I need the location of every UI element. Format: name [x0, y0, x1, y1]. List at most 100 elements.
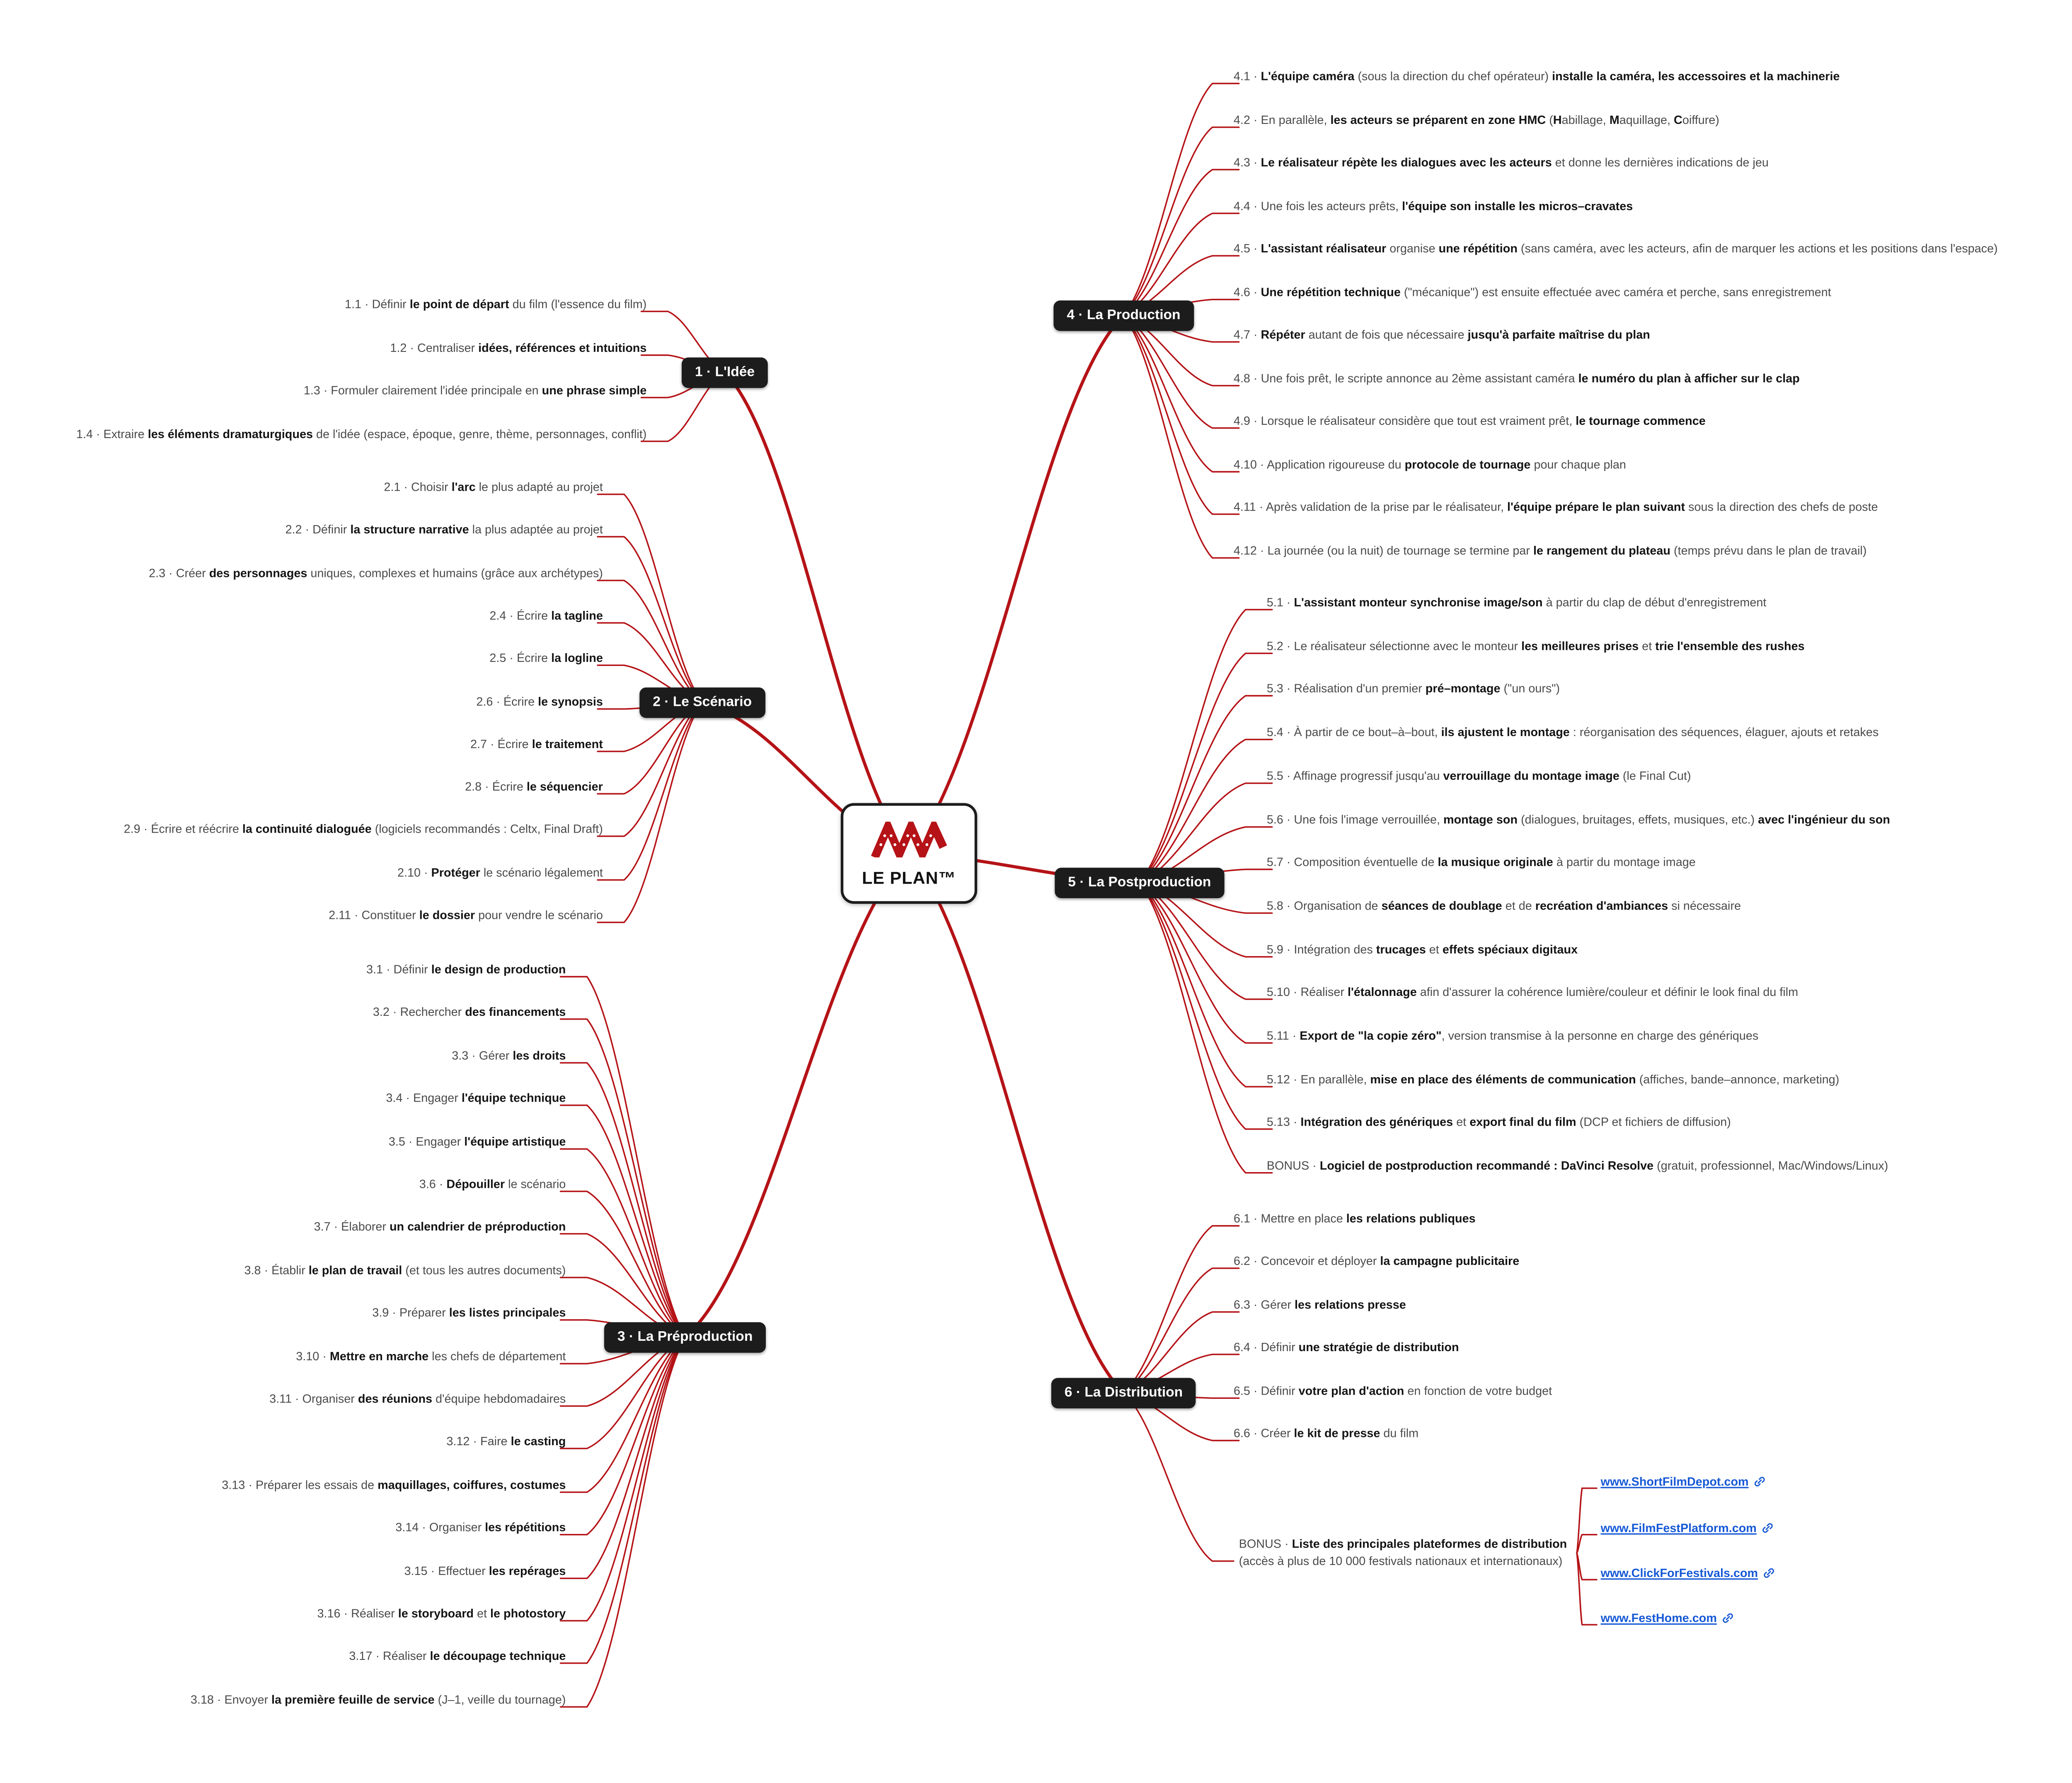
- item-6-4[interactable]: 6.4 · Définir une stratégie de distribut…: [1233, 1340, 1459, 1354]
- item-3-5[interactable]: 3.5 · Engager l'équipe artistique: [388, 1135, 566, 1148]
- item-6-2[interactable]: 6.2 · Concevoir et déployer la campagne …: [1233, 1254, 1520, 1268]
- connector: [559, 1336, 686, 1536]
- item-3-14[interactable]: 3.14 · Organiser les répétitions: [395, 1521, 566, 1534]
- connector: [1123, 315, 1240, 515]
- item-3-15[interactable]: 3.15 · Effectuer les repérages: [404, 1564, 566, 1578]
- item-1-2[interactable]: 1.2 · Centraliser idées, références et i…: [390, 341, 647, 355]
- item-5-12[interactable]: 5.12 · En parallèle, mise en place des é…: [1266, 1073, 1840, 1086]
- item-2-4[interactable]: 2.4 · Écrire la tagline: [489, 609, 603, 623]
- item-3-11[interactable]: 3.11 · Organiser des réunions d'équipe h…: [269, 1392, 566, 1405]
- item-3-4[interactable]: 3.4 · Engager l'équipe technique: [386, 1091, 566, 1105]
- branch-node-1[interactable]: 1 · L'Idée: [681, 357, 768, 388]
- item-1-4[interactable]: 1.4 · Extraire les éléments dramaturgiqu…: [76, 427, 647, 441]
- item-5-3[interactable]: 5.3 · Réalisation d'un premier pré–monta…: [1266, 682, 1560, 695]
- item-5-1[interactable]: 5.1 · L'assistant monteur synchronise im…: [1266, 596, 1767, 609]
- item-3-3[interactable]: 3.3 · Gérer les droits: [452, 1049, 566, 1062]
- item-4-3[interactable]: 4.3 · Le réalisateur répète les dialogue…: [1233, 155, 1769, 169]
- connector: [1123, 82, 1240, 316]
- connector: [1123, 315, 1240, 473]
- connector: [1139, 882, 1273, 1088]
- item-4-9[interactable]: 4.9 · Lorsque le réalisateur considère q…: [1233, 414, 1706, 428]
- item-5-2[interactable]: 5.2 · Le réalisateur sélectionne avec le…: [1266, 639, 1805, 653]
- distribution-link-label: www.ShortFilmDepot.com: [1600, 1475, 1749, 1488]
- item-1-1[interactable]: 1.1 · Définir le point de départ du film…: [344, 297, 647, 311]
- item-6-5[interactable]: 6.5 · Définir votre plan d'action en fon…: [1233, 1384, 1552, 1398]
- item-4-7[interactable]: 4.7 · Répéter autant de fois que nécessa…: [1233, 328, 1650, 342]
- item-3-13[interactable]: 3.13 · Préparer les essais de maquillage…: [222, 1478, 566, 1492]
- distribution-link-3[interactable]: www.ClickForFestivals.com: [1601, 1566, 1775, 1580]
- item-2-2[interactable]: 2.2 · Définir la structure narrative la …: [285, 523, 603, 536]
- item-6-1[interactable]: 6.1 · Mettre en place les relations publ…: [1233, 1212, 1476, 1226]
- link-icon: [1754, 1477, 1765, 1487]
- item-3-6[interactable]: 3.6 · Dépouiller le scénario: [419, 1177, 566, 1191]
- connector: [907, 314, 1126, 855]
- connector: [1576, 1552, 1598, 1626]
- item-3-16[interactable]: 3.16 · Réaliser le storyboard et le phot…: [317, 1606, 566, 1620]
- item-4-2[interactable]: 4.2 · En parallèle, les acteurs se prépa…: [1233, 113, 1719, 127]
- item-2-9[interactable]: 2.9 · Écrire et réécrire la continuité d…: [123, 822, 603, 836]
- branch-node-2[interactable]: 2 · Le Scénario: [639, 687, 765, 717]
- distribution-bonus-line-2: (accès à plus de 10 000 festivals nation…: [1239, 1554, 1563, 1568]
- item-3-1[interactable]: 3.1 · Définir le design de production: [366, 962, 566, 976]
- item-2-7[interactable]: 2.7 · Écrire le traitement: [470, 737, 603, 751]
- item-6-3[interactable]: 6.3 · Gérer les relations presse: [1233, 1298, 1406, 1311]
- item-5-13[interactable]: 5.13 · Intégration des génériques et exp…: [1266, 1115, 1731, 1129]
- branch-node-3[interactable]: 3 · La Préproduction: [604, 1322, 766, 1352]
- item-5-7[interactable]: 5.7 · Composition éventuelle de la musiq…: [1266, 855, 1696, 869]
- connector: [1139, 882, 1273, 1044]
- distribution-bonus-node[interactable]: BONUS · Liste des principales plateforme…: [1239, 1536, 1567, 1570]
- item-4-10[interactable]: 4.10 · Application rigoureuse du protoco…: [1233, 458, 1626, 471]
- distribution-link-1[interactable]: www.ShortFilmDepot.com: [1601, 1475, 1766, 1488]
- connector: [559, 1104, 686, 1338]
- item-3-18[interactable]: 3.18 · Envoyer la première feuille de se…: [190, 1693, 566, 1706]
- item-4-8[interactable]: 4.8 · Une fois prêt, le scripte annonce …: [1233, 371, 1800, 385]
- item-5-14[interactable]: BONUS · Logiciel de postproduction recom…: [1266, 1159, 1888, 1173]
- item-2-11[interactable]: 2.11 · Constituer le dossier pour vendre…: [329, 908, 603, 922]
- item-2-3[interactable]: 2.3 · Créer des personnages uniques, com…: [149, 566, 603, 580]
- item-4-11[interactable]: 4.11 · Après validation de la prise par …: [1233, 500, 1878, 514]
- item-4-6[interactable]: 4.6 · Une répétition technique ("mécaniq…: [1233, 286, 1831, 299]
- center-node[interactable]: LE PLAN™: [840, 803, 978, 904]
- item-5-10[interactable]: 5.10 · Réaliser l'étalonnage afin d'assu…: [1266, 985, 1798, 999]
- item-4-5[interactable]: 4.5 · L'assistant réalisateur organise u…: [1233, 242, 1998, 255]
- item-3-7[interactable]: 3.7 · Élaborer un calendrier de préprodu…: [314, 1220, 566, 1233]
- connector: [723, 371, 911, 855]
- item-5-6[interactable]: 5.6 · Une fois l'image verrouillée, mont…: [1266, 813, 1890, 826]
- item-1-3[interactable]: 1.3 · Formuler clairement l'idée princip…: [303, 383, 647, 397]
- item-4-12[interactable]: 4.12 · La journée (ou la nuit) de tourna…: [1233, 544, 1867, 557]
- connector: [559, 1018, 686, 1338]
- distribution-link-4[interactable]: www.FestHome.com: [1601, 1611, 1734, 1625]
- item-5-9[interactable]: 5.9 · Intégration des trucages et effets…: [1266, 943, 1578, 956]
- item-5-4[interactable]: 5.4 · À partir de ce bout–à–bout, ils aj…: [1266, 725, 1879, 739]
- item-3-17[interactable]: 3.17 · Réaliser le découpage technique: [349, 1649, 566, 1663]
- connector: [597, 701, 703, 923]
- item-5-8[interactable]: 5.8 · Organisation de séances de doublag…: [1266, 899, 1741, 913]
- item-3-12[interactable]: 3.12 · Faire le casting: [446, 1434, 566, 1448]
- item-2-10[interactable]: 2.10 · Protéger le scénario légalement: [397, 866, 603, 879]
- item-2-6[interactable]: 2.6 · Écrire le synopsis: [476, 695, 603, 709]
- link-icon: [1763, 1568, 1774, 1578]
- item-3-2[interactable]: 3.2 · Rechercher des financements: [373, 1005, 566, 1019]
- item-2-5[interactable]: 2.5 · Écrire la logline: [489, 651, 603, 665]
- item-2-8[interactable]: 2.8 · Écrire le séquencier: [465, 780, 603, 793]
- connector: [559, 1336, 686, 1664]
- connector: [559, 1148, 686, 1338]
- item-6-6[interactable]: 6.6 · Créer le kit de presse du film: [1233, 1427, 1419, 1440]
- item-3-10[interactable]: 3.10 · Mettre en marche les chefs de dép…: [296, 1349, 566, 1363]
- connector: [559, 1336, 686, 1622]
- connector: [559, 1336, 686, 1708]
- item-4-4[interactable]: 4.4 · Une fois les acteurs prêts, l'équi…: [1233, 199, 1633, 213]
- link-icon: [1762, 1523, 1772, 1533]
- branch-node-5[interactable]: 5 · La Postproduction: [1055, 867, 1225, 898]
- item-5-5[interactable]: 5.5 · Affinage progressif jusqu'au verro…: [1266, 769, 1691, 783]
- item-5-11[interactable]: 5.11 · Export de "la copie zéro", versio…: [1266, 1029, 1759, 1042]
- item-4-1[interactable]: 4.1 · L'équipe caméra (sous la direction…: [1233, 69, 1840, 83]
- branch-node-6[interactable]: 6 · La Distribution: [1051, 1378, 1196, 1408]
- distribution-link-2[interactable]: www.FilmFestPlatform.com: [1601, 1521, 1774, 1535]
- item-3-9[interactable]: 3.9 · Préparer les listes principales: [372, 1306, 566, 1320]
- item-2-1[interactable]: 2.1 · Choisir l'arc le plus adapté au pr…: [384, 480, 603, 494]
- branch-node-4[interactable]: 4 · La Production: [1053, 300, 1194, 330]
- connector: [1139, 652, 1273, 884]
- item-3-8[interactable]: 3.8 · Établir le plan de travail (et tou…: [244, 1263, 566, 1277]
